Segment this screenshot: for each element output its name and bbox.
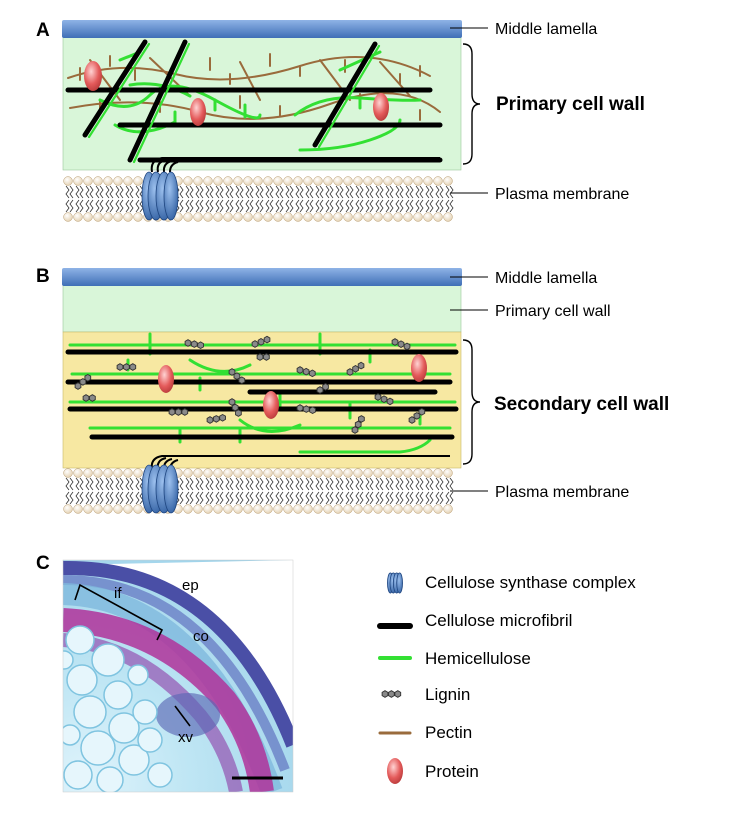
- legend-item-csc: Cellulose synthase complex: [387, 572, 636, 594]
- stem-micrograph: [63, 560, 293, 792]
- plasma-membrane-a: [63, 176, 454, 222]
- panel-letter-c: C: [36, 553, 50, 574]
- protein-icon: [373, 93, 389, 121]
- protein-icon: [411, 354, 427, 382]
- micrograph-frame: [62, 559, 294, 793]
- legend-item-pectin: Pectin: [378, 723, 472, 742]
- csc-fibrils: [150, 157, 440, 173]
- lignin-network: [74, 335, 426, 434]
- protein-icon: [190, 98, 206, 126]
- micrograph-label-if: if: [114, 585, 122, 602]
- label-secondary-cell-wall: Secondary cell wall: [494, 394, 669, 415]
- legend-label: Cellulose synthase complex: [425, 573, 636, 592]
- label-middle-lamella: Middle lamella: [495, 270, 597, 287]
- cellulose-microfibrils: [65, 39, 443, 163]
- label-plasma-membrane: Plasma membrane: [495, 484, 629, 501]
- label-middle-lamella: Middle lamella: [495, 21, 597, 38]
- legend: Cellulose synthase complex Cellulose mic…: [377, 572, 636, 784]
- xv-pointer: [174, 705, 191, 727]
- csc-icon: [387, 572, 403, 594]
- csc-icon: [141, 171, 179, 221]
- legend-label: Cellulose microfibril: [425, 611, 572, 630]
- label-primary-cell-wall: Primary cell wall: [496, 94, 645, 115]
- legend-label: Pectin: [425, 723, 472, 742]
- legend-item-lignin: Lignin: [381, 685, 470, 704]
- micrograph-label-co: co: [193, 628, 209, 645]
- legend-label: Lignin: [425, 685, 470, 704]
- cellulose-microfibrils: [65, 349, 459, 440]
- brace-primary: [462, 43, 481, 165]
- label-primary-cell-wall: Primary cell wall: [495, 303, 611, 320]
- lignin-icon: [381, 690, 402, 698]
- protein-icon: [84, 61, 102, 91]
- brace-secondary: [462, 339, 481, 465]
- csc-icon: [141, 464, 179, 514]
- middle-lamella-layer: [62, 268, 462, 286]
- panel-b: B: [36, 266, 669, 514]
- legend-item-protein: Protein: [387, 758, 479, 784]
- protein-icon: [387, 758, 403, 784]
- panel-letter-b: B: [36, 266, 50, 287]
- if-bracket: [74, 583, 164, 641]
- primary-wall-layer: [62, 283, 462, 333]
- panel-c: C ep if co xv: [36, 553, 636, 793]
- legend-label: Hemicellulose: [425, 649, 531, 668]
- plasma-membrane-b: [63, 468, 454, 514]
- micrograph-label-xv: xv: [178, 729, 194, 746]
- hemicellulose-network: [98, 50, 422, 152]
- middle-lamella-layer: [62, 20, 462, 38]
- legend-item-hemicellulose: Hemicellulose: [378, 649, 531, 668]
- cellulose-highlights: [87, 42, 381, 164]
- panel-a: A: [36, 20, 645, 222]
- legend-label: Protein: [425, 762, 479, 781]
- protein-icon: [263, 391, 279, 419]
- legend-item-cellulose: Cellulose microfibril: [377, 611, 572, 630]
- micrograph-label-ep: ep: [182, 577, 199, 594]
- protein-icon: [158, 365, 174, 393]
- panel-letter-a: A: [36, 20, 50, 41]
- label-plasma-membrane: Plasma membrane: [495, 186, 629, 203]
